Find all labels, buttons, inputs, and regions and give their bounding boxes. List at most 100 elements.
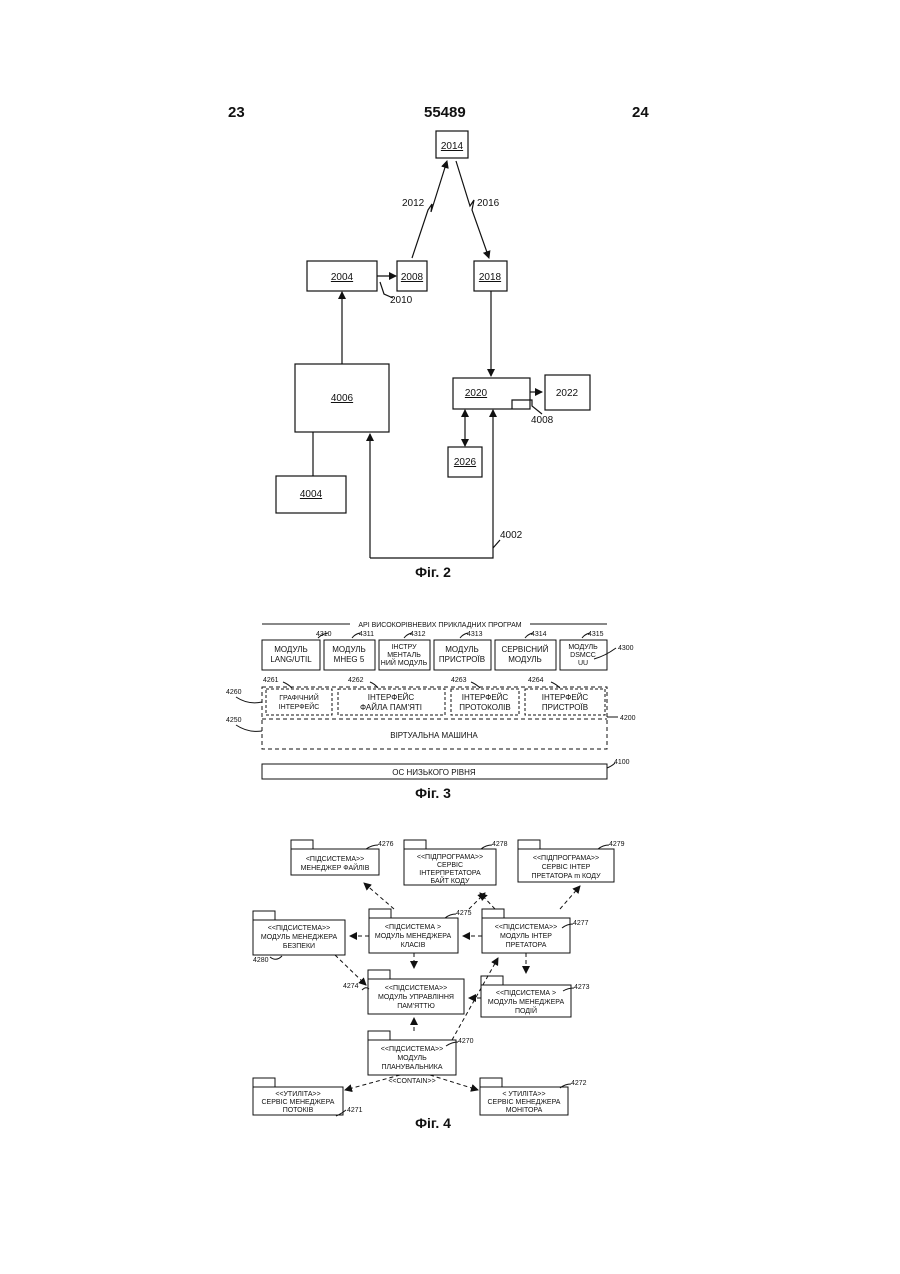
- module-4314-line1: СЕРВІСНИЙ: [501, 645, 548, 654]
- pkg-4277-line1: <<ПІДСИСТЕМА>>: [495, 924, 557, 931]
- module-4313-line1: МОДУЛЬ: [445, 645, 479, 654]
- pkg-4275-line3: КЛАСІВ: [401, 942, 426, 949]
- leader-4276: [366, 845, 378, 849]
- pkg-4276-line2: МЕНЕДЖЕР ФАЙЛІВ: [301, 863, 370, 872]
- pkg-4274-line3: ПАМ'ЯТТЮ: [397, 1003, 435, 1010]
- leader-4277: [562, 924, 573, 928]
- module-4311-line2: MHEG 5: [334, 655, 365, 664]
- module-4315-line1: МОДУЛЬ: [568, 644, 598, 651]
- pkg-4274-line1: <<ПІДСИСТЕМА>>: [385, 985, 447, 992]
- pkg-4271-line3: ПОТОКІВ: [283, 1107, 314, 1114]
- module-4313-line2: ПРИСТРОЇВ: [439, 655, 485, 664]
- ref-4300: 4300: [618, 645, 634, 652]
- pkg-4278-line1: <<ПІДПРОГРАМА>>: [417, 854, 483, 861]
- leader-4002: [493, 540, 500, 548]
- interface-4262-line1: ІНТЕРФЕЙС: [368, 693, 415, 702]
- pkg-4278-line2: СЕРВІС: [437, 862, 463, 869]
- leader-4280: [270, 956, 282, 959]
- pkg-4273-line2: МОДУЛЬ МЕНЕДЖЕРА: [488, 999, 565, 1006]
- ref-4263: 4263: [451, 677, 467, 684]
- figure-3-text: API ВИСОКОРІВНЕВИХ ПРИКЛАДНИХ ПРОГРАМ 43…: [226, 622, 636, 801]
- module-4312-line1: ІНСТРУ: [391, 644, 417, 651]
- pkg-4277-line3: ПРЕТАТОРА: [506, 942, 547, 949]
- api-title: API ВИСОКОРІВНЕВИХ ПРИКЛАДНИХ ПРОГРАМ: [358, 622, 521, 629]
- pkg-4270-line2: МОДУЛЬ: [397, 1055, 427, 1062]
- box-label-2004: 2004: [331, 272, 354, 283]
- dep-4270-4272: [430, 1075, 478, 1090]
- ref-4311: 4311: [359, 631, 374, 638]
- interface-4264-line1: ІНТЕРФЕЙС: [542, 693, 589, 702]
- box-label-2018: 2018: [479, 272, 502, 283]
- module-4315-line2: DSMCC: [570, 652, 596, 659]
- pkg-4270-line3: ПЛАНУВАЛЬНИКА: [381, 1064, 442, 1071]
- leader-4250: [236, 725, 262, 731]
- interface-4261-line1: ГРАФІЧНИЙ: [279, 693, 318, 702]
- caption-fig-4: Фіг. 4: [415, 1115, 451, 1131]
- module-4311-line1: МОДУЛЬ: [332, 645, 366, 654]
- ref-2012: 2012: [402, 198, 425, 209]
- leader-4278: [481, 845, 492, 849]
- contain-label: <<CONTAIN>>: [388, 1078, 435, 1085]
- ref-4280: 4280: [253, 957, 269, 964]
- ref-4250: 4250: [226, 717, 242, 724]
- dep-4280-4274: [335, 955, 366, 985]
- dep-4277-4278: [480, 893, 495, 909]
- leader-4279: [598, 845, 609, 849]
- pkg-4275-line2: МОДУЛЬ МЕНЕДЖЕРА: [375, 933, 452, 940]
- pkg-4278-line3: ІНТЕРПРЕТАТОРА: [419, 870, 481, 877]
- box-label-4004: 4004: [300, 489, 323, 500]
- caption-fig-2: Фіг. 2: [415, 564, 451, 580]
- ref-4200: 4200: [620, 715, 636, 722]
- interface-4261-line2: ІНТЕРФЕЙС: [279, 702, 320, 711]
- pkg-4271-line2: СЕРВІС МЕНЕДЖЕРА: [262, 1099, 335, 1106]
- box-label-2014: 2014: [441, 141, 464, 152]
- link-2012: [412, 161, 447, 258]
- ref-4276: 4276: [378, 841, 394, 848]
- pkg-4276-line1: <ПІДСИСТЕМА>>: [306, 856, 364, 863]
- ref-4278: 4278: [492, 841, 508, 848]
- box-label-2008: 2008: [401, 272, 424, 283]
- interface-4262-line2: ФАЙЛА ПАМ'ЯТІ: [360, 703, 422, 712]
- ref-4313: 4313: [467, 631, 483, 638]
- pkg-4272-line1: < УТИЛІТА>>: [502, 1091, 545, 1098]
- box-label-2026: 2026: [454, 457, 477, 468]
- ref-4277: 4277: [573, 920, 589, 927]
- ref-4279: 4279: [609, 841, 625, 848]
- box-label-4006: 4006: [331, 393, 354, 404]
- pkg-4280-line2: МОДУЛЬ МЕНЕДЖЕРА: [261, 934, 338, 941]
- interface-4263-line2: ПРОТОКОЛІВ: [459, 703, 510, 712]
- module-4310-line1: МОДУЛЬ: [274, 645, 308, 654]
- ref-4315: 4315: [588, 631, 604, 638]
- pkg-4279-line3: ПРЕТАТОРА m КОДУ: [531, 873, 601, 880]
- ref-2016: 2016: [477, 198, 500, 209]
- dep-4277-4279: [560, 886, 580, 909]
- ref-4314: 4314: [531, 631, 547, 638]
- ref-4262: 4262: [348, 677, 364, 684]
- pkg-4271-line1: <<УТИЛІТА>>: [275, 1091, 320, 1098]
- pkg-4273-line1: <<ПІДСИСТЕМА >: [496, 990, 556, 997]
- pkg-4275-line1: <ПІДСИСТЕМА >: [385, 924, 441, 931]
- pkg-4277-line2: МОДУЛЬ ІНТЕР: [500, 933, 552, 940]
- leader-4275: [445, 914, 456, 918]
- leader-4008: [512, 400, 542, 414]
- box-label-2022: 2022: [556, 388, 579, 399]
- interface-4263-line1: ІНТЕРФЕЙС: [462, 693, 509, 702]
- leader-4273: [563, 988, 574, 991]
- ref-4272: 4272: [571, 1080, 587, 1087]
- module-4312-line2: МЕНТАЛЬ: [387, 652, 421, 659]
- ref-4100: 4100: [614, 759, 630, 766]
- pkg-4274-line2: МОДУЛЬ УПРАВЛІННЯ: [378, 994, 454, 1001]
- os-label: ОС НИЗЬКОГО РІВНЯ: [392, 768, 476, 777]
- pkg-4279-line1: <<ПІДПРОГРАМА>>: [533, 855, 599, 862]
- module-4314-line2: МОДУЛЬ: [508, 655, 542, 664]
- figure-2: [276, 131, 590, 558]
- interface-4264-line2: ПРИСТРОЇВ: [542, 703, 588, 712]
- pkg-4279-line2: СЕРВІС ІНТЕР: [542, 864, 591, 871]
- dep-4275-4276: [364, 883, 394, 909]
- ref-2010: 2010: [390, 295, 413, 306]
- pkg-4270-line1: <<ПІДСИСТЕМА>>: [381, 1046, 443, 1053]
- ref-4310: 4310: [316, 631, 332, 638]
- ref-4312: 4312: [410, 631, 426, 638]
- ref-4008: 4008: [531, 415, 554, 426]
